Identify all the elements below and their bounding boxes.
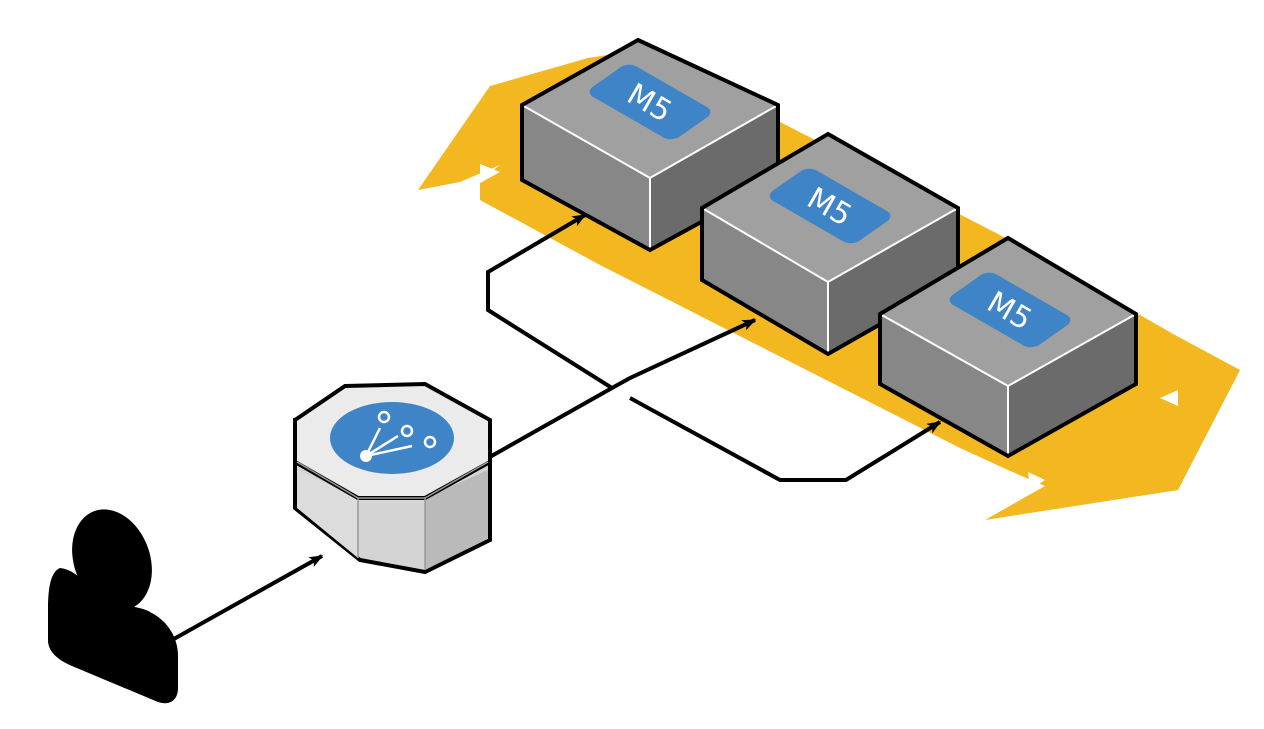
instance-right-face [1008, 314, 1136, 456]
hub-side-right [425, 470, 488, 570]
edge-load-balancer-to-instance-2 [487, 318, 757, 460]
instance-3[interactable]: M5 [878, 235, 1138, 459]
scaling-arrow-notch-right [1160, 390, 1178, 406]
edge-load-balancer-to-instance-1 [486, 213, 614, 390]
instance-left-face [880, 314, 1008, 456]
scaling-arrow-notch-left [480, 164, 500, 183]
instance-type-badge [589, 64, 711, 140]
user-icon[interactable] [48, 498, 178, 704]
edge-user-to-load-balancer [171, 554, 324, 642]
load-balancer-icon [330, 402, 454, 474]
load-balancer-node[interactable] [293, 381, 492, 575]
instance-right-face [828, 208, 958, 354]
instance-left-face [522, 105, 650, 250]
instance-right-face [650, 105, 778, 250]
instance-type-badge [949, 272, 1071, 348]
edge-load-balancer-to-instance-3 [629, 396, 942, 482]
user-body [48, 568, 178, 704]
scaling-arrow-notch-bottom [1028, 472, 1045, 490]
instance-type-badge [769, 168, 891, 244]
instance-1[interactable]: M5 [520, 37, 780, 253]
instance-left-face [702, 208, 828, 354]
instance-2[interactable]: M5 [700, 131, 960, 357]
user-head [72, 509, 152, 611]
connectors [171, 213, 942, 642]
hub-side-left [297, 470, 358, 558]
